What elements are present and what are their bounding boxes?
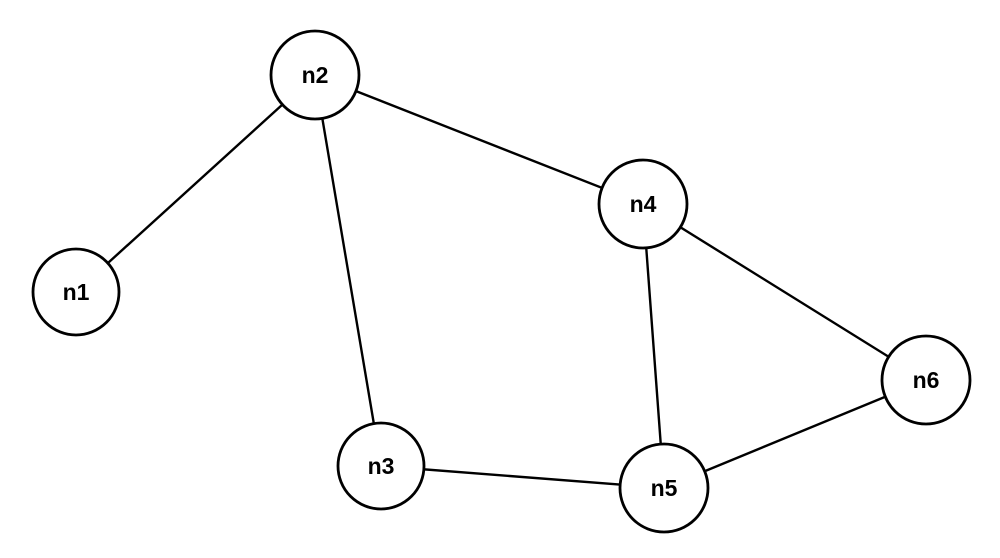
- edge-n4-n6: [641, 202, 928, 382]
- edge-n2-n4: [313, 73, 645, 206]
- node-n3: n3: [336, 421, 426, 511]
- edge-n3-n5: [379, 464, 666, 490]
- node-n5: n5: [618, 442, 710, 534]
- node-n1: n1: [31, 247, 121, 337]
- node-label-n3: n3: [368, 453, 395, 479]
- node-label-n2: n2: [302, 62, 329, 88]
- edge-n5-n6: [662, 378, 928, 490]
- node-circle-n4: [597, 158, 689, 250]
- node-circle-n1: [31, 247, 121, 337]
- node-n4: n4: [597, 158, 689, 250]
- node-n6: n6: [880, 334, 972, 426]
- node-circle-n5: [618, 442, 710, 534]
- node-circle-n2: [269, 29, 361, 121]
- node-label-n6: n6: [913, 367, 940, 393]
- edge-n1-n2: [74, 73, 317, 294]
- node-n2: n2: [269, 29, 361, 121]
- edge-n4-n5: [641, 202, 666, 490]
- node-circle-n6: [880, 334, 972, 426]
- node-label-n1: n1: [63, 279, 90, 305]
- node-label-n5: n5: [651, 475, 678, 501]
- edge-n2-n3: [313, 73, 383, 468]
- node-label-n4: n4: [630, 191, 657, 217]
- node-circle-n3: [336, 421, 426, 511]
